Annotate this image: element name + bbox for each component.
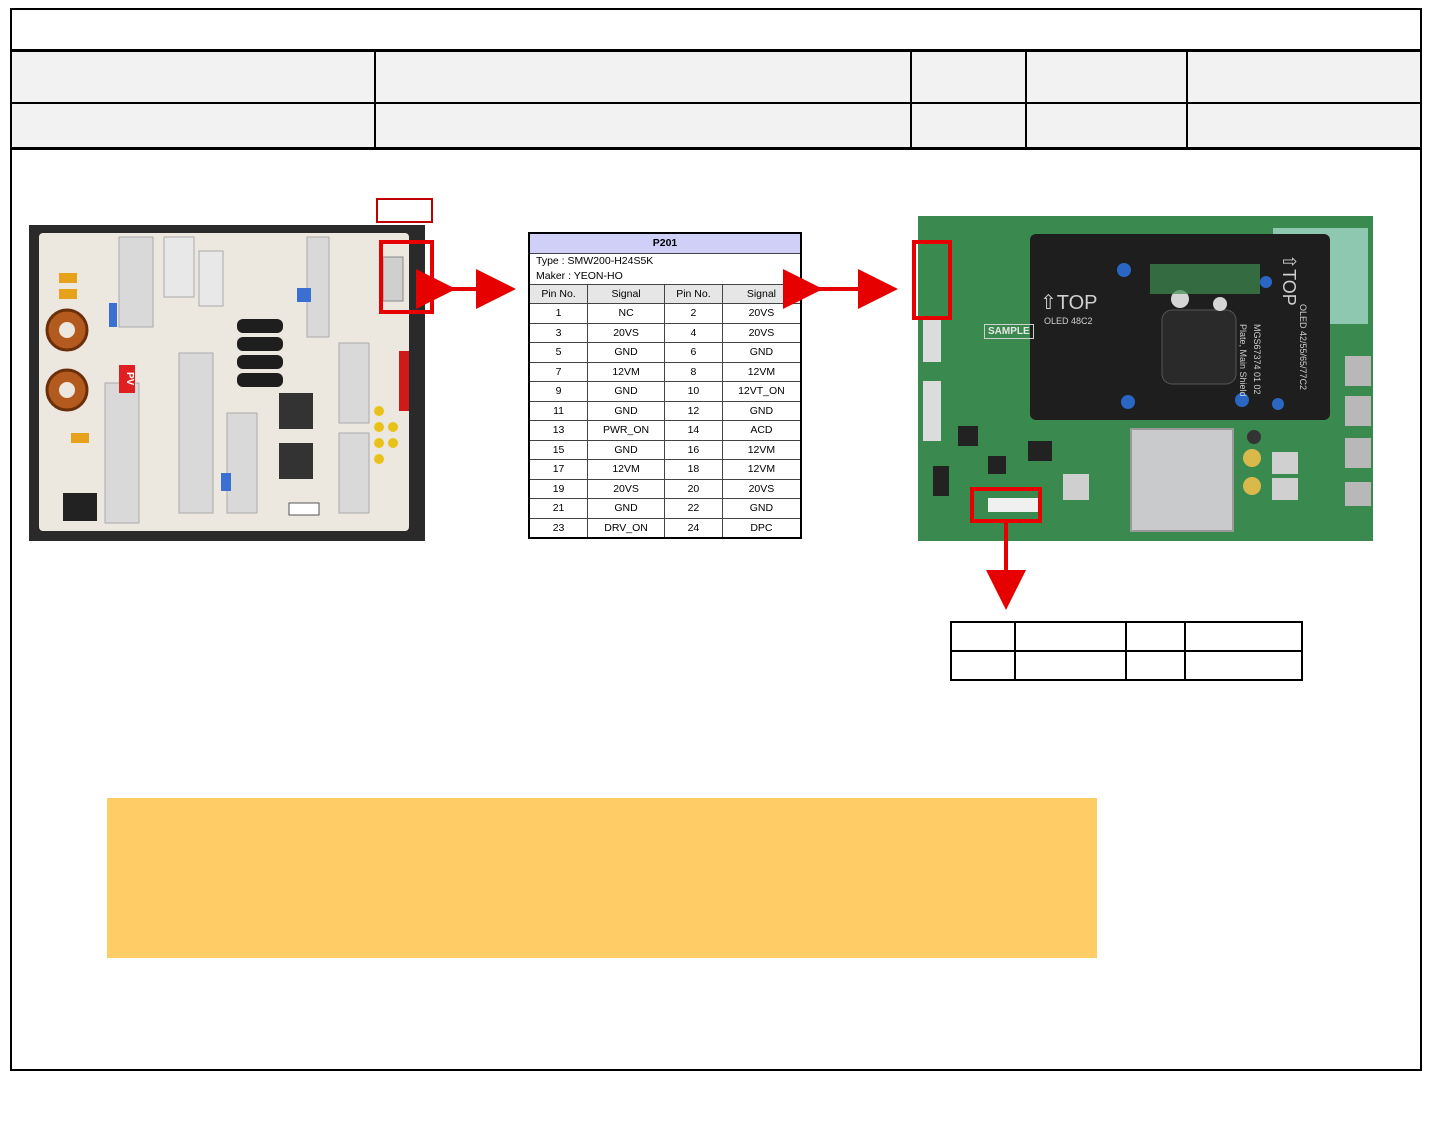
pin-signal-cell: DRV_ON xyxy=(587,517,665,539)
header-row-1 xyxy=(12,52,1420,102)
page-frame xyxy=(10,8,1422,1071)
pin-table-header-row: Pin No. Signal Pin No. Signal xyxy=(528,283,802,304)
header-col-sep-3 xyxy=(1025,50,1027,148)
pin-signal-cell: 12VM xyxy=(721,439,802,460)
pin-table-maker: Maker : YEON-HO xyxy=(528,268,802,284)
connector-summary-table xyxy=(950,621,1303,681)
psu-part-label-box xyxy=(376,198,433,223)
table-row xyxy=(950,650,1303,681)
note-box xyxy=(107,798,1097,958)
connector-pin-table: P201 Type : SMW200-H24S5K Maker : YEON-H… xyxy=(528,232,802,539)
pin-signal-cell: 12VT_ON xyxy=(721,381,802,402)
pin-number-cell: 2 xyxy=(664,303,723,324)
pin-number-cell: 24 xyxy=(664,517,723,539)
header-col-sep-2 xyxy=(910,50,912,148)
header-divider-mid xyxy=(10,102,1422,104)
pin-table-type: Type : SMW200-H24S5K xyxy=(528,253,802,269)
header-col-sep-1 xyxy=(374,50,376,148)
table-row xyxy=(950,621,1303,652)
pin-signal-cell: 20VS xyxy=(587,322,665,343)
pin-signal-cell: 20VS xyxy=(721,478,802,499)
pin-signal-cell: 12VM xyxy=(587,361,665,382)
shield-text-partno: MGS67374 01 02 xyxy=(1252,324,1262,395)
shield-text-model: OLED 48C2 xyxy=(1044,316,1093,326)
pin-signal-cell: PWR_ON xyxy=(587,420,665,441)
shield-text-name: Plate, Main Shield xyxy=(1238,324,1248,397)
pin-signal-cell: 20VS xyxy=(587,478,665,499)
pin-table-header: Signal xyxy=(721,283,802,304)
header-divider-top xyxy=(10,49,1422,52)
main-board-lvds-highlight xyxy=(970,487,1042,523)
main-board-connector-highlight xyxy=(912,240,952,320)
sample-label: SAMPLE xyxy=(984,324,1034,339)
shield-text-top: ⇧TOP xyxy=(1040,292,1098,314)
header-divider-bottom xyxy=(10,147,1422,150)
shield-text-top-right: ⇧TOP xyxy=(1279,254,1299,306)
pin-signal-cell: GND xyxy=(587,342,665,363)
main-board-image: ⇧TOP OLED 48C2 ⇧TOP OLED 42/55/65/77C2 P… xyxy=(918,216,1373,541)
tuner-module xyxy=(1130,428,1234,532)
psu-marking: PV xyxy=(119,365,135,393)
shield-text-models: OLED 42/55/65/77C2 xyxy=(1298,304,1308,391)
header-col-sep-4 xyxy=(1186,50,1188,148)
pin-signal-cell: GND xyxy=(721,400,802,421)
psu-pcb: PV xyxy=(39,233,409,531)
main-shield-plate: ⇧TOP OLED 48C2 ⇧TOP OLED 42/55/65/77C2 P… xyxy=(1030,234,1330,420)
pin-table-title: P201 xyxy=(528,232,802,254)
power-supply-board-image: PV xyxy=(29,225,425,541)
header-row-2 xyxy=(12,104,1420,147)
pin-signal-cell: DPC xyxy=(721,517,802,539)
pin-signal-cell: GND xyxy=(587,400,665,421)
